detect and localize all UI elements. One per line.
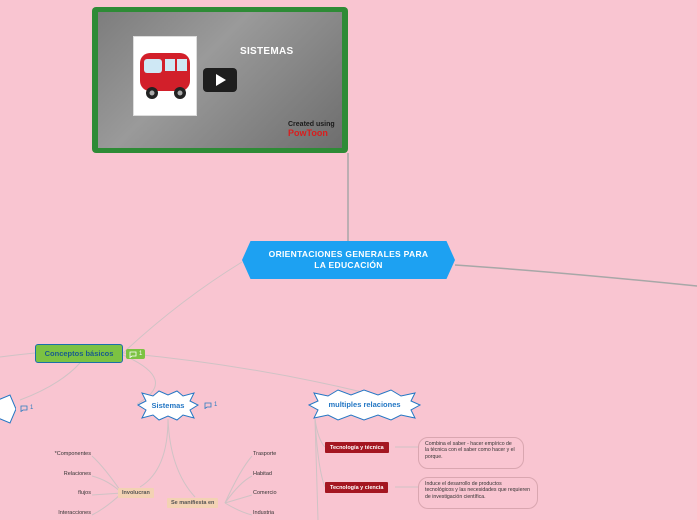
- comment-badge-partial[interactable]: 1: [17, 403, 36, 413]
- note-tecnologia-tecnica: Combina el saber - hacer empírico de la …: [418, 437, 524, 469]
- note-tecnologia-ciencia: Induce el desarrollo de productos tecnol…: [418, 477, 538, 509]
- leaf-manifiesta-3[interactable]: Industria: [253, 510, 274, 516]
- subtopic-se-manifiesta[interactable]: Se manifiesta en: [167, 498, 218, 508]
- topic-conceptos-label: Conceptos básicos: [45, 349, 114, 358]
- comment-icon: [204, 402, 212, 409]
- central-topic-label: ORIENTACIONES GENERALES PARA LA EDUCACIÓ…: [269, 249, 429, 271]
- topic-sistemas-label: Sistemas: [137, 401, 199, 410]
- leaf-manifiesta-2[interactable]: Comercio: [253, 490, 277, 496]
- comment-icon: [129, 351, 137, 358]
- bus-icon: [134, 37, 196, 115]
- leaf-involucran-0[interactable]: *Componentes: [30, 451, 91, 457]
- central-topic[interactable]: ORIENTACIONES GENERALES PARA LA EDUCACIÓ…: [242, 241, 455, 279]
- comment-count: 1: [30, 403, 33, 413]
- subtopic-tecnologia-tecnica[interactable]: Tecnología y técnica: [325, 442, 389, 453]
- leaf-manifiesta-1[interactable]: Habitad: [253, 471, 272, 477]
- powtoon-logo: Created using PowToon: [288, 121, 335, 139]
- leaf-involucran-1[interactable]: Relaciones: [30, 471, 91, 477]
- leaf-involucran-3[interactable]: Interacciones: [30, 510, 91, 516]
- leaf-involucran-2[interactable]: flujos: [30, 490, 91, 496]
- video-frame: SISTEMAS Created using PowToon: [98, 12, 342, 148]
- video-title: SISTEMAS: [240, 46, 294, 57]
- star-node-partial[interactable]: [0, 394, 16, 424]
- comment-badge-conceptos[interactable]: 1: [126, 349, 145, 359]
- play-button[interactable]: [203, 68, 237, 92]
- comment-icon: [20, 405, 28, 412]
- bus-thumbnail: [133, 36, 197, 116]
- video-embed[interactable]: SISTEMAS Created using PowToon: [92, 7, 348, 153]
- comment-count: 1: [214, 400, 217, 410]
- comment-badge-sistemas[interactable]: 1: [201, 400, 220, 410]
- comment-count: 1: [139, 349, 142, 359]
- leaf-manifiesta-0[interactable]: Trasporte: [253, 451, 276, 457]
- subtopic-involucran[interactable]: Involucran: [118, 488, 154, 498]
- topic-multiples-label: multiples relaciones: [308, 400, 421, 409]
- subtopic-tecnologia-ciencia[interactable]: Tecnología y ciencia: [325, 482, 388, 493]
- topic-conceptos-basicos[interactable]: Conceptos básicos: [35, 344, 123, 363]
